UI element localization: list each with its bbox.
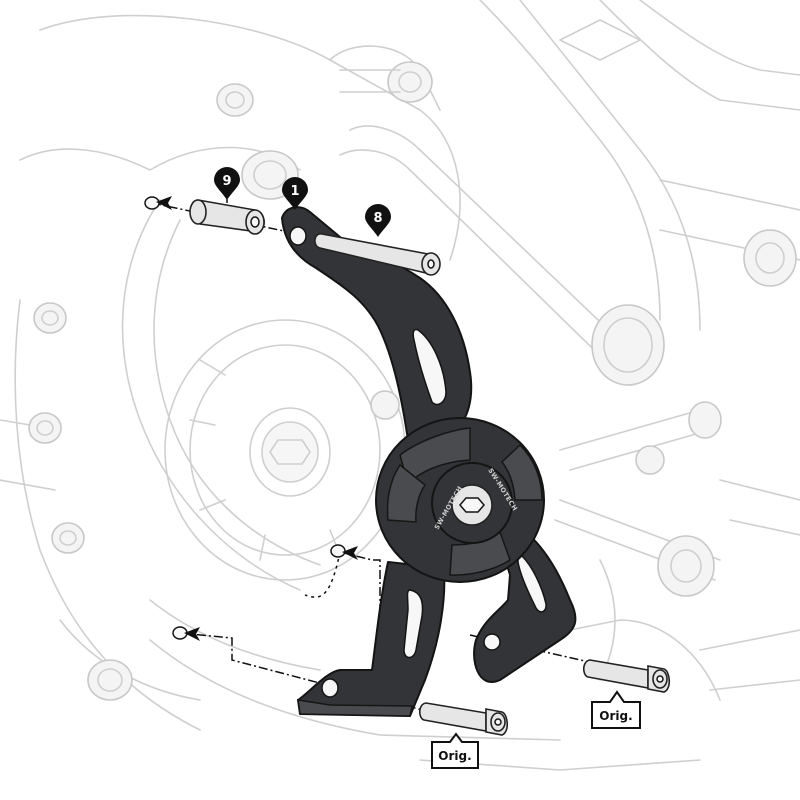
arrow-middle-mount — [342, 546, 358, 560]
protector-bracket — [281, 206, 577, 717]
engine-background — [0, 0, 800, 771]
orig-label-lower: Orig. — [431, 732, 479, 769]
callout-8: 8 — [365, 204, 391, 237]
callout-9-label: 9 — [222, 174, 231, 189]
arrow-lower-left-mount — [184, 627, 200, 641]
original-bolt-lower — [418, 702, 509, 736]
middle-mount-hole — [330, 544, 346, 558]
callout-9: 9 — [214, 167, 240, 203]
orig-label-right-text: Orig. — [599, 709, 632, 723]
orig-label-lower-text: Orig. — [438, 749, 471, 763]
arrow-upper-mount — [156, 196, 172, 210]
original-bolt-right — [582, 659, 671, 693]
mounting-points — [144, 196, 358, 641]
frame-slider: SW-MOTECH SW-MOTECH — [375, 417, 545, 583]
spacer-sleeve — [189, 199, 265, 235]
callout-1-label: 1 — [290, 184, 299, 199]
callout-8-label: 8 — [373, 211, 382, 226]
upper-mount-hole — [144, 196, 160, 210]
orig-label-right: Orig. — [591, 690, 641, 729]
callout-1: 1 — [282, 177, 308, 210]
pin-part — [314, 233, 441, 276]
